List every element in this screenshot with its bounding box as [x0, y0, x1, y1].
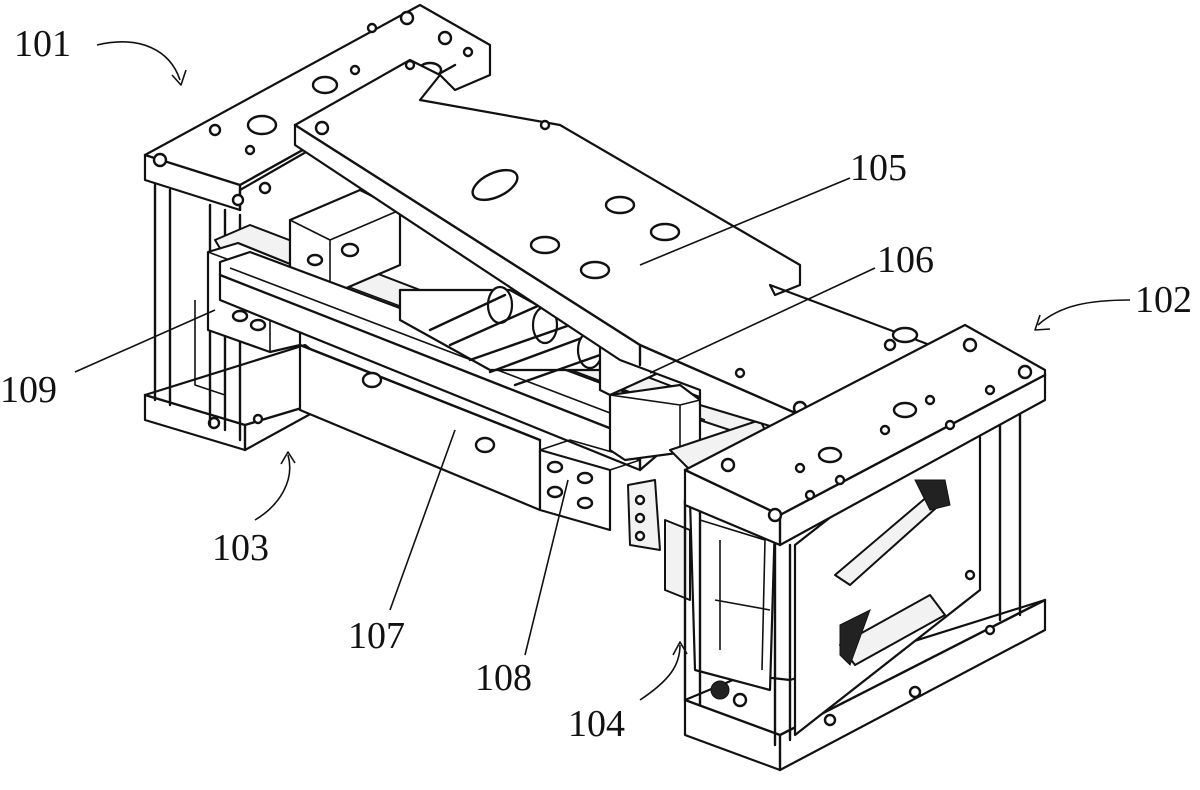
- part-labels: 101 102 103 104 105 106 107 108 109: [0, 23, 1192, 745]
- label-103: 103: [212, 527, 269, 569]
- label-109: 109: [0, 369, 57, 411]
- label-108: 108: [475, 657, 532, 699]
- label-102: 102: [1135, 279, 1192, 321]
- leader-lines: [74, 41, 1131, 701]
- label-107: 107: [348, 615, 405, 657]
- label-101: 101: [14, 23, 71, 65]
- label-106: 106: [877, 239, 934, 281]
- slide-assembly: [206, 188, 771, 551]
- right-module: [664, 323, 1047, 772]
- label-104: 104: [568, 703, 625, 745]
- label-105: 105: [850, 147, 907, 189]
